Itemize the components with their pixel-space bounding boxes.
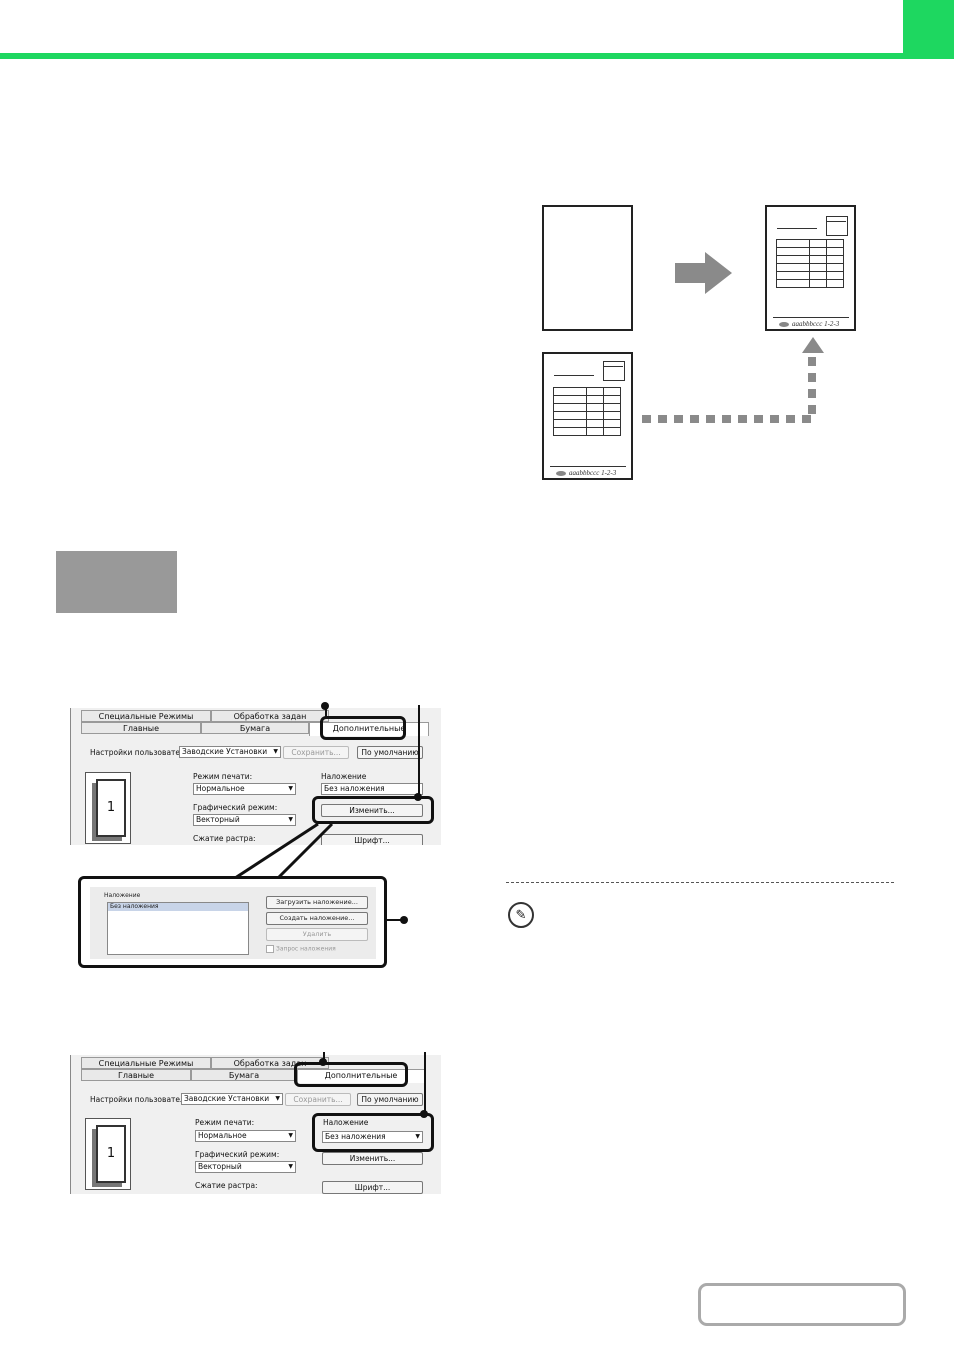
overlay-footer: aaabbbccc 1-2-3	[556, 469, 616, 477]
graphics-mode-select[interactable]: Векторный▼	[195, 1161, 296, 1173]
callout-pin-5	[420, 1110, 428, 1118]
tab-special-modes[interactable]: Специальные Режимы	[81, 710, 211, 722]
load-overlay-button[interactable]: Загрузить наложение...	[266, 896, 368, 909]
dotted-arrow-horizontal	[642, 415, 812, 423]
result-footer: aaabbbccc 1-2-3	[779, 320, 839, 328]
preview-page-number: 1	[96, 1125, 126, 1183]
dotted-up-arrow-icon	[802, 337, 824, 353]
note-separator	[506, 882, 894, 883]
callout-pin-4	[319, 1058, 327, 1066]
default-button[interactable]: По умолчанию	[357, 1093, 423, 1106]
callout-advanced-tab-2	[294, 1062, 408, 1087]
contents-button[interactable]	[698, 1283, 906, 1326]
result-table	[776, 239, 844, 288]
overlay-table	[553, 387, 621, 436]
preview-page-number: 1	[96, 779, 126, 837]
print-mode-label: Режим печати:	[193, 772, 253, 781]
list-item[interactable]: Без наложения	[108, 903, 248, 911]
chevron-down-icon: ▼	[288, 1132, 293, 1139]
chevron-down-icon: ▼	[273, 748, 278, 755]
user-settings-select[interactable]: Заводские Установки▼	[179, 746, 281, 758]
chevron-down-icon: ▼	[288, 1163, 293, 1170]
pencil-icon: ✎	[508, 902, 534, 928]
change-overlay-button[interactable]: Изменить...	[322, 1152, 423, 1165]
user-settings-select[interactable]: Заводские Установки▼	[181, 1093, 283, 1105]
tab-main[interactable]: Главные	[81, 722, 201, 734]
dotted-arrow-vertical	[808, 357, 816, 419]
overlay-list[interactable]: Без наложения	[107, 902, 249, 955]
tab-advanced[interactable]: Дополнительные	[309, 722, 429, 736]
right-arrow-head-icon	[705, 252, 732, 294]
font-button[interactable]: Шрифт...	[321, 834, 423, 845]
delete-overlay-button[interactable]: Удалить	[266, 928, 368, 941]
callout-overlay-select	[312, 1113, 434, 1152]
page-preview: 1	[85, 1118, 131, 1190]
change-overlay-button[interactable]: Изменить...	[321, 804, 423, 817]
default-button[interactable]: По умолчанию	[357, 746, 423, 759]
result-document: aaabbbccc 1-2-3	[765, 205, 856, 331]
overlay-document: aaabbbccc 1-2-3	[542, 352, 633, 480]
tab-paper[interactable]: Бумага	[201, 722, 309, 734]
printer-dialog-1: Специальные Режимы Обработка задан Главн…	[70, 708, 441, 845]
page-preview: 1	[85, 772, 131, 844]
overlay-select[interactable]: Без наложения▼	[322, 1131, 423, 1143]
print-mode-select[interactable]: Нормальное▼	[195, 1130, 296, 1142]
callout-pin-3	[400, 916, 408, 924]
tab-paper[interactable]: Бумага	[191, 1069, 297, 1081]
original-document	[542, 205, 633, 331]
overlay-list-label: Наложение	[104, 892, 141, 899]
callout-advanced-tab-1	[320, 716, 406, 740]
callout-pin-2	[414, 793, 422, 801]
raster-compression-label: Сжатие растра:	[195, 1181, 258, 1190]
overlay-label: Наложение	[323, 1118, 369, 1127]
chevron-down-icon: ▼	[275, 1095, 280, 1102]
printer-dialog-2: Специальные Режимы Обработка задан Главн…	[70, 1055, 441, 1194]
tab-special-modes[interactable]: Специальные Режимы	[81, 1057, 211, 1069]
right-arrow-icon	[675, 263, 707, 283]
callout-pin-1	[321, 702, 329, 710]
callout-line-3	[387, 919, 403, 921]
header-tab-marker	[903, 0, 954, 53]
graphics-mode-label: Графический режим:	[195, 1150, 280, 1159]
callout-change-button	[312, 796, 434, 824]
save-button[interactable]: Сохранить...	[283, 746, 349, 759]
overlay-select[interactable]: Без наложения	[321, 783, 423, 795]
callout-line-2	[418, 705, 420, 797]
chevron-down-icon: ▼	[288, 785, 293, 792]
callout-line-4	[323, 1052, 325, 1062]
overlay-label: Наложение	[321, 772, 367, 781]
print-mode-select[interactable]: Нормальное▼	[193, 783, 296, 795]
chevron-down-icon: ▼	[288, 816, 293, 823]
callout-line-5	[424, 1052, 426, 1114]
user-settings-label: Настройки пользователя:	[90, 1095, 192, 1104]
graphics-mode-label: Графический режим:	[193, 803, 278, 812]
overlay-settings-zoom: Наложение Без наложения Загрузить наложе…	[78, 876, 387, 968]
create-overlay-button[interactable]: Создать наложение...	[266, 912, 368, 925]
chevron-down-icon: ▼	[415, 1133, 420, 1140]
graphics-mode-select[interactable]: Векторный▼	[193, 814, 296, 826]
tab-main[interactable]: Главные	[81, 1069, 191, 1081]
raster-compression-label: Сжатие растра:	[193, 834, 256, 843]
user-settings-label: Настройки пользователя:	[90, 748, 192, 757]
step-number-box	[56, 551, 177, 613]
request-overlay-checkbox[interactable]: Запрос наложения	[266, 945, 336, 953]
save-button[interactable]: Сохранить...	[285, 1093, 351, 1106]
print-mode-label: Режим печати:	[195, 1118, 255, 1127]
callout-line-1	[325, 705, 327, 717]
request-overlay-label: Запрос наложения	[276, 945, 336, 953]
font-button[interactable]: Шрифт...	[322, 1181, 423, 1194]
header-bar	[0, 53, 954, 59]
